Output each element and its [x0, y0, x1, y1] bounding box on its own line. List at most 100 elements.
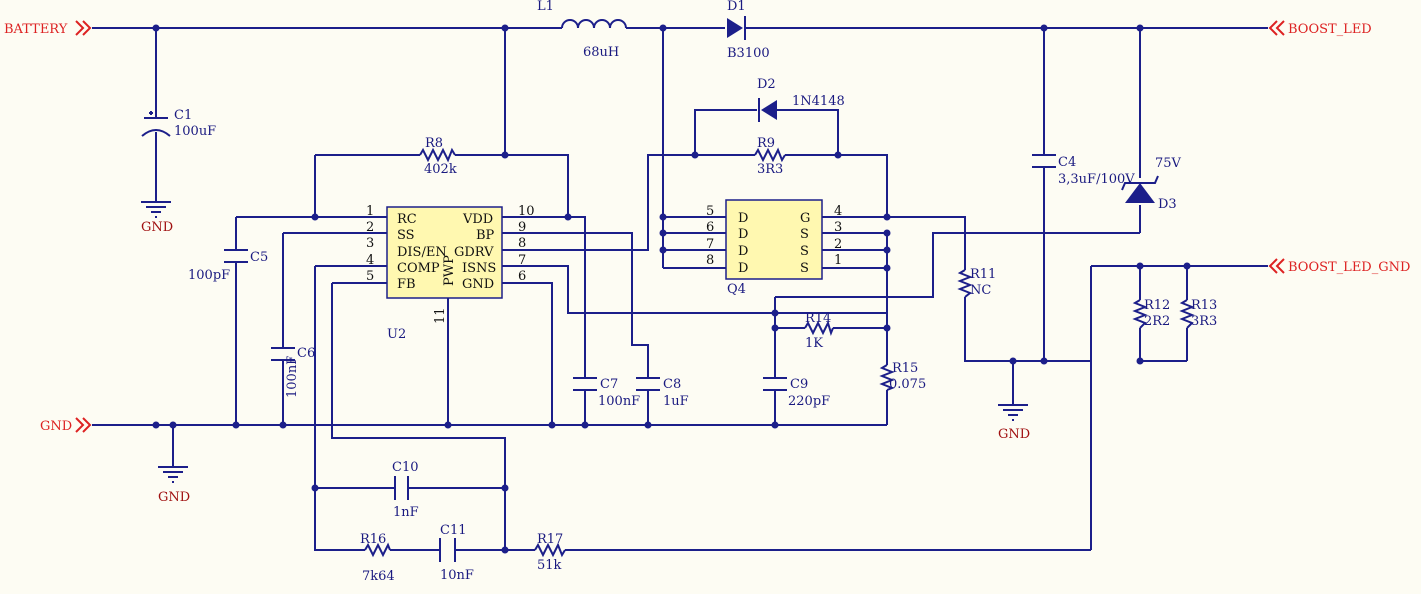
port-battery-label: BATTERY [4, 22, 68, 37]
inductor-l1[interactable]: L1 68uH [537, 0, 627, 60]
wires [92, 27, 1268, 551]
q4-pin-number: 7 [706, 237, 714, 252]
ground-icon [998, 404, 1028, 421]
mosfet-q4-body [725, 199, 823, 280]
ic-u2-body [386, 206, 503, 299]
capacitor-icon [573, 377, 597, 391]
u2-pin-number: 10 [518, 204, 535, 219]
resistor-r14[interactable]: R14 1K [804, 311, 834, 351]
u2-pin-name: ISNS [462, 261, 496, 276]
u2-pin-name: SS [397, 228, 415, 243]
resistor-icon [754, 147, 786, 163]
diode-d1[interactable]: D1 B3100 [727, 0, 770, 61]
q4-pin-number: 8 [706, 253, 714, 268]
diode-icon [727, 18, 743, 38]
ic-u2[interactable]: 1 RC 2 SS 3 DIS/EN 4 COMP 5 FB 10 VDD 9 … [366, 204, 535, 342]
r12-value: 2R2 [1144, 314, 1170, 329]
junctions [152, 24, 1191, 554]
junction-dot [659, 24, 667, 32]
r13-value: 3R3 [1191, 314, 1217, 329]
port-gnd-label: GND [40, 419, 72, 434]
diode-d2[interactable]: D2 1N4148 [757, 77, 845, 122]
mosfet-q4[interactable]: 5 D 6 D 7 D 8 D 4 G 3 S 2 S 1 S Q4 [706, 199, 842, 297]
capacitor-c1[interactable]: C1 100uF [141, 108, 216, 139]
capacitor-c9[interactable]: C9 220pF [763, 377, 830, 409]
q4-pin-name: S [800, 227, 809, 242]
q4-pin-number: 3 [834, 220, 842, 235]
capacitor-icon [636, 377, 660, 391]
inductor-icon [561, 19, 627, 29]
junction-dot [1136, 357, 1144, 365]
u2-pin-number: 2 [366, 220, 374, 235]
u2-pin-name: GND [462, 277, 494, 292]
c4-ref: C4 [1058, 155, 1076, 170]
c5-value: 100pF [188, 268, 230, 283]
r12-ref: R12 [1144, 298, 1170, 313]
port-boost-led-label: BOOST_LED [1288, 22, 1372, 37]
r16-value: 7k64 [362, 569, 395, 584]
capacitor-c5[interactable]: C5 100pF [188, 249, 268, 283]
c7-ref: C7 [600, 377, 618, 392]
resistor-r13[interactable]: R13 3R3 [1179, 298, 1217, 329]
resistor-r16[interactable]: R16 7k64 [360, 532, 395, 584]
resistor-icon [364, 542, 391, 558]
u2-pin-name: RC [397, 212, 417, 227]
junction-dot [501, 24, 509, 32]
ground-symbol-main: GND [158, 466, 190, 505]
resistor-r11[interactable]: R11 NC [957, 267, 996, 298]
junction-dot [659, 229, 667, 237]
resistor-r15[interactable]: R15 0.075 [879, 361, 926, 392]
junction-dot [1136, 262, 1144, 270]
u2-pin-name: DIS/EN [397, 245, 447, 260]
junction-dot [279, 421, 287, 429]
r17-value: 51k [537, 558, 562, 573]
junction-dot [152, 24, 160, 32]
c1-value: 100uF [174, 124, 216, 139]
port-gnd[interactable]: GND [40, 417, 92, 434]
capacitor-c8[interactable]: C8 1uF [636, 377, 689, 409]
r14-value: 1K [805, 336, 823, 351]
c8-ref: C8 [663, 377, 681, 392]
resistor-icon [419, 147, 456, 163]
port-boost-led[interactable]: BOOST_LED [1268, 20, 1372, 37]
resistor-r9[interactable]: R9 3R3 [754, 136, 786, 177]
u2-pin-name: GDRV [454, 245, 494, 260]
resistor-r8[interactable]: R8 402k [419, 136, 457, 177]
q4-pin-name: D [738, 227, 748, 242]
u2-pin-number: 3 [366, 236, 374, 251]
junction-dot [1040, 24, 1048, 32]
u2-pin-name: COMP [397, 261, 440, 276]
capacitor-c7[interactable]: C7 100nF [573, 377, 640, 409]
zener-d3[interactable]: 75V D3 [1121, 156, 1182, 212]
r15-value: 0.075 [889, 377, 926, 392]
junction-dot [501, 484, 509, 492]
u2-pin-number: 8 [518, 236, 526, 251]
port-battery[interactable]: BATTERY [4, 20, 92, 37]
q4-pin-number: 6 [706, 220, 714, 235]
resistor-icon [804, 320, 834, 337]
d1-ref: D1 [727, 0, 746, 14]
junction-dot [581, 421, 589, 429]
c9-ref: C9 [790, 377, 808, 392]
capacitor-c10[interactable]: C10 1nF [392, 460, 419, 520]
resistor-r12[interactable]: R12 2R2 [1132, 298, 1170, 329]
port-boost-led-gnd[interactable]: BOOST_LED_GND [1268, 258, 1410, 275]
port-arrow-icon [75, 417, 92, 433]
junction-dot [883, 324, 891, 332]
junction-dot [834, 151, 842, 159]
ground-label: GND [158, 490, 190, 505]
r11-ref: R11 [970, 267, 996, 282]
c7-value: 100nF [598, 394, 640, 409]
ground-icon [141, 201, 171, 218]
capacitor-c11[interactable]: C11 10nF [439, 523, 474, 583]
capacitor-c6[interactable]: C6 100nF [271, 346, 315, 398]
d2-value: 1N4148 [792, 94, 845, 109]
resistor-r17[interactable]: R17 51k [534, 532, 566, 573]
d2-ref: D2 [757, 77, 776, 92]
junction-dot [659, 246, 667, 254]
r14-ref: R14 [805, 311, 831, 326]
u2-pin-number: 9 [518, 220, 526, 235]
r17-ref: R17 [537, 532, 563, 547]
capacitor-c4[interactable]: C4 3,3uF/100V [1032, 154, 1135, 187]
